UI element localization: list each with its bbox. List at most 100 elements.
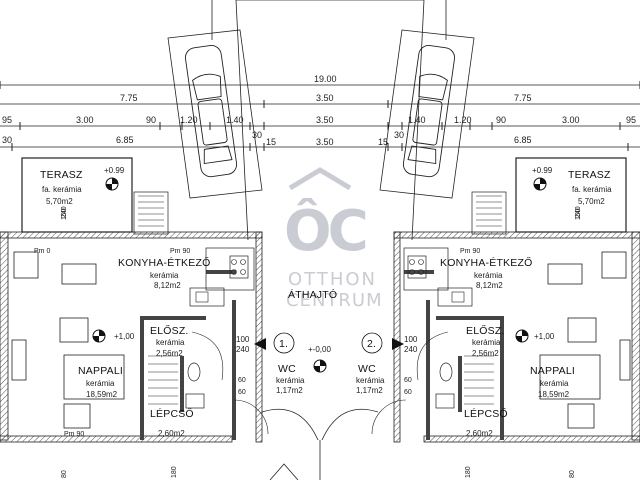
kitchen-name-left: KONYHA-ÉTKEZŐ <box>118 255 210 269</box>
terrace-name-left: TERASZ <box>40 169 83 181</box>
wall-dim-60a-right: 60 <box>404 377 412 384</box>
dim-row3-r3: 3.00 <box>562 115 580 125</box>
bottom-dim-80-left: 80 <box>61 470 68 478</box>
unit-number-left: 1. <box>279 338 288 350</box>
dim-row2-left: 7.75 <box>120 93 138 103</box>
level-ground-left: +1,00 <box>114 332 135 341</box>
stairs-name-left: LÉPCSŐ <box>150 406 194 420</box>
parapet-left-0: Pm 0 <box>34 248 50 255</box>
parapet-left-2: Pm 90 <box>64 431 84 438</box>
dimension-lines <box>0 81 640 151</box>
entrance-arrow-right-icon <box>392 338 404 350</box>
wc-material-right: kerámia <box>356 376 385 385</box>
level-ground-right: +1,00 <box>534 332 555 341</box>
level-terrace-left: +0.99 <box>104 166 125 175</box>
passage-gates <box>261 408 379 480</box>
kitchen-area-right: 8,12m2 <box>476 281 503 290</box>
hall-name-right: ELŐSZ. <box>466 323 505 337</box>
wall-dim-60b-left: 60 <box>238 389 246 396</box>
dim-row3-l4: 1.40 <box>226 115 244 125</box>
unit-number-circle-left <box>273 332 295 354</box>
bottom-dim-180-right: 180 <box>465 466 472 478</box>
dim-row3-r4: 95 <box>626 115 636 125</box>
bottom-dim-180-left: 180 <box>171 466 178 478</box>
living-area-right: 18,59m2 <box>538 390 570 399</box>
dim-row3-r2: 90 <box>496 115 506 125</box>
living-name-left: NAPPALI <box>78 365 123 377</box>
living-material-right: kerámia <box>540 379 569 388</box>
hall-area-left: 2,56m2 <box>156 349 183 358</box>
living-area-left: 18,59m2 <box>86 390 118 399</box>
terrace-dim-150-left: 150 <box>61 208 68 220</box>
hall-area-right: 2,56m2 <box>472 349 499 358</box>
wall-dim-240-left: 240 <box>236 345 250 354</box>
parapet-right-1: Pm 90 <box>460 248 480 255</box>
dim-row3-r1: 1.20 <box>454 115 472 125</box>
living-material-left: kerámia <box>86 379 115 388</box>
dim-row3-l1: 3.00 <box>76 115 94 125</box>
passage-label: ÁTHAJTÓ <box>288 288 337 301</box>
unit-right <box>371 157 640 443</box>
watermark-mark: ÔC <box>284 199 366 264</box>
wc-name-right: WC <box>358 363 376 375</box>
wall-dim-60b-right: 60 <box>404 389 412 396</box>
watermark-logo: ÔC OTTHON CENTRUM <box>284 167 383 311</box>
living-name-right: NAPPALI <box>530 365 575 377</box>
kitchen-area-left: 8,12m2 <box>154 281 181 290</box>
dim-row4-l0: 30 <box>2 135 12 145</box>
wc-name-left: WC <box>278 363 296 375</box>
dim-row4-mark-3: 30 <box>394 130 404 140</box>
parking-space-right <box>379 29 475 199</box>
parking-space-left <box>167 29 263 199</box>
dim-row4-mark-1: 15 <box>266 137 276 147</box>
watermark-line1: OTTHON <box>288 269 377 290</box>
terrace-dim-240-left: 240 <box>61 206 68 218</box>
car-right-icon <box>402 45 456 178</box>
stairs-name-right: LÉPCSŐ <box>464 406 508 420</box>
dim-row3-l2: 90 <box>146 115 156 125</box>
level-passage: +-0,00 <box>308 345 331 354</box>
kitchen-material-left: kerámia <box>150 271 179 280</box>
terrace-material-right: fa. kerámia <box>572 185 612 194</box>
dim-total: 19.00 <box>314 74 337 84</box>
stairs-area-left: 2,60m2 <box>158 429 185 438</box>
hall-material-left: kerámia <box>156 338 185 347</box>
watermark-line2: CENTRUM <box>286 290 383 311</box>
terrace-material-left: fa. kerámia <box>42 185 82 194</box>
terrace-dim-240-right: 240 <box>575 206 582 218</box>
wall-dim-100-right: 100 <box>404 335 418 344</box>
level-terrace-right: +0.99 <box>532 166 553 175</box>
parapet-left-1: Pm 90 <box>170 248 190 255</box>
hall-name-left: ELŐSZ. <box>150 323 189 337</box>
stairs-area-right: 2,60m2 <box>466 429 493 438</box>
kitchen-name-right: KONYHA-ÉTKEZŐ <box>440 255 532 269</box>
dim-row4-l1: 6.85 <box>116 135 134 145</box>
hall-material-right: kerámia <box>472 338 501 347</box>
wall-dim-60a-left: 60 <box>238 377 246 384</box>
bottom-dim-80-right: 80 <box>569 470 576 478</box>
unit-number-circle-right <box>361 332 383 354</box>
wc-area-left: 1,17m2 <box>276 386 303 395</box>
unit-number-right: 2. <box>367 338 376 350</box>
dim-row3-l0: 95 <box>2 115 12 125</box>
terrace-name-right: TERASZ <box>568 169 611 181</box>
car-left-icon <box>184 45 238 178</box>
level-marker-icon <box>92 177 547 373</box>
dim-row3-r0: 1.40 <box>408 115 426 125</box>
entrance-arrow-left-icon <box>254 338 266 350</box>
unit-left <box>0 157 269 443</box>
dim-row2-right: 7.75 <box>514 93 532 103</box>
wall-dim-240-right: 240 <box>404 345 418 354</box>
dim-row4-center: 3.50 <box>316 137 334 147</box>
kitchen-material-right: kerámia <box>474 271 503 280</box>
wc-material-left: kerámia <box>276 376 305 385</box>
dim-row3-center: 3.50 <box>316 115 334 125</box>
dim-row3-l3: 1.20 <box>180 115 198 125</box>
dim-row2-center: 3.50 <box>316 93 334 103</box>
dim-row4-mark-2: 15 <box>378 137 388 147</box>
terrace-dim-150-right: 150 <box>575 208 582 220</box>
terrace-area-left: 5,70m2 <box>46 197 73 206</box>
wall-dim-100-left: 100 <box>236 335 250 344</box>
wc-area-right: 1,17m2 <box>356 386 383 395</box>
